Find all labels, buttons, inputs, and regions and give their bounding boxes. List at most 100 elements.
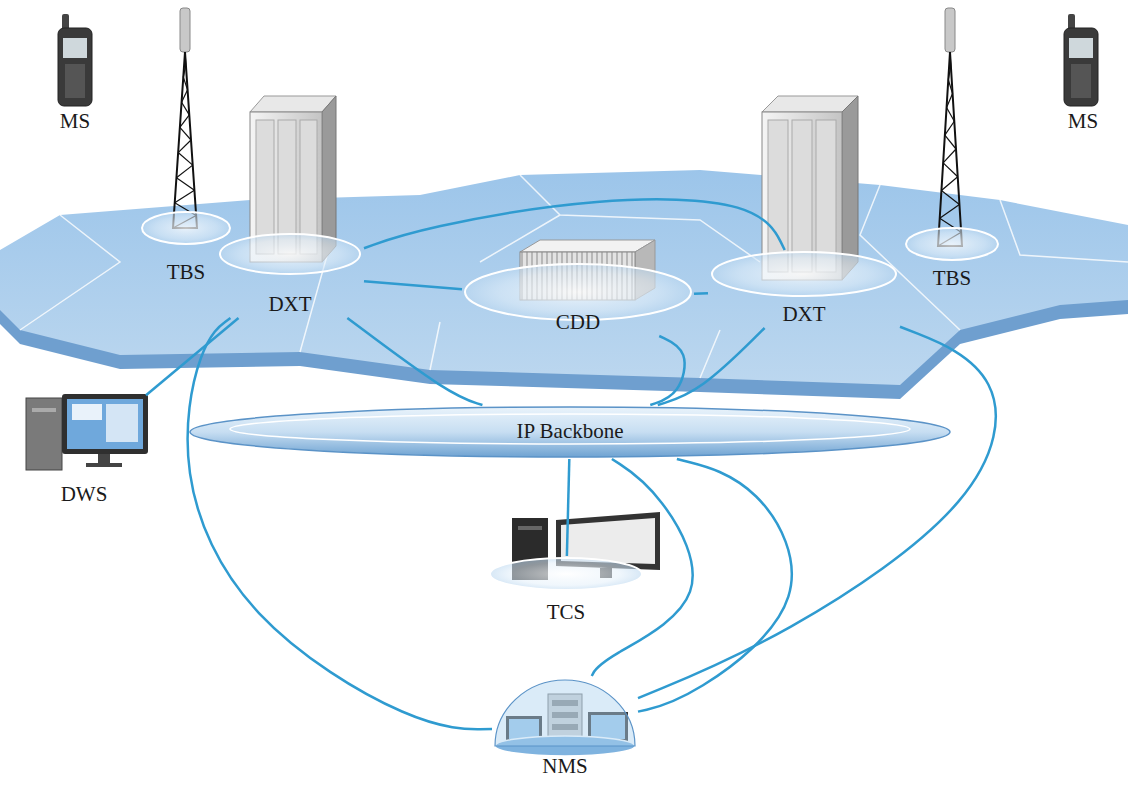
backbone-node: IP Backbone — [188, 405, 952, 459]
tower-strut — [947, 94, 953, 108]
workstation-icon — [26, 394, 148, 470]
tower-strut — [945, 121, 954, 135]
tower-strut — [945, 135, 956, 149]
workstation-icon-part — [72, 404, 102, 420]
switch-rack-part — [816, 120, 836, 272]
node-ellipse — [490, 558, 642, 590]
network-platform — [0, 170, 1128, 399]
workstation-icon-part — [67, 399, 143, 449]
tower-strut — [180, 127, 191, 140]
server-unit-part — [520, 240, 655, 252]
base-station-node: TBS — [138, 210, 234, 286]
tower-strut — [941, 191, 959, 205]
tower-lattice — [173, 52, 961, 246]
backbone-ring — [230, 414, 910, 444]
tower-strut — [178, 140, 191, 153]
computer-icon-part — [518, 526, 542, 530]
mobile-station-icon-part — [1064, 28, 1098, 106]
node-label: DXT — [268, 293, 311, 316]
tower-strut — [949, 52, 951, 66]
switch-node: DXT — [708, 250, 900, 328]
radio-tower-part — [945, 8, 955, 52]
switch-rack-part — [250, 96, 336, 112]
mobile-station-icon-part — [58, 28, 92, 106]
device-label: MS — [1068, 110, 1098, 133]
network-platform-part-part — [20, 215, 120, 330]
mobile-station-icon — [58, 14, 1098, 106]
network-link — [364, 281, 462, 289]
node-ellipse — [220, 234, 360, 274]
node-label: TBS — [167, 261, 206, 284]
tower-strut — [182, 102, 190, 115]
node-label: CDD — [556, 311, 600, 334]
workstation-icon-part — [86, 463, 122, 467]
switch-rack-part — [842, 96, 858, 280]
tower-strut — [182, 90, 188, 103]
tower-strut — [183, 77, 187, 90]
tower-strut — [184, 52, 186, 65]
network-link — [567, 459, 569, 556]
radio-tower-part — [180, 8, 190, 52]
tower-strut — [178, 153, 193, 166]
node-label: TCS — [547, 601, 586, 624]
workstation-icon-part — [106, 404, 138, 442]
node-label: IP Backbone — [516, 420, 623, 443]
mobile-station-icon-part — [65, 64, 85, 98]
node-ellipse — [142, 212, 230, 244]
server-node: TCS — [488, 556, 644, 626]
workstation-icon-part — [32, 408, 56, 412]
tower-strut — [940, 204, 960, 218]
workstation-icon-part — [62, 394, 148, 454]
switch-rack-part — [792, 120, 812, 272]
workstation-icon-part — [98, 454, 110, 464]
device-label: MS — [60, 110, 90, 133]
management-node: NMS — [492, 676, 638, 780]
network-link — [188, 318, 492, 729]
mobile-station-icon-part — [1071, 64, 1091, 98]
tower-strut — [943, 163, 958, 177]
network-link — [638, 459, 792, 712]
node-ellipse — [712, 252, 896, 296]
tower-strut — [176, 165, 192, 178]
tower-strut — [941, 177, 957, 191]
switch-node: DXT — [216, 232, 364, 318]
network-link — [364, 199, 785, 250]
backbone-ellipse — [190, 407, 950, 457]
tower-strut — [943, 149, 956, 163]
network-platform-part-part — [1000, 200, 1128, 262]
workstation-icon-part — [26, 398, 62, 470]
node-label: DWS — [61, 483, 108, 506]
node-label: TBS — [933, 267, 972, 290]
network-platform-part — [20, 175, 1128, 378]
tower-strut — [948, 66, 951, 80]
network-link — [650, 336, 684, 405]
dome-shell — [495, 680, 635, 746]
workstation-node: DWS — [22, 386, 146, 508]
radio-tower-part — [938, 52, 962, 246]
network-link — [658, 328, 765, 405]
tower-strut — [180, 115, 189, 128]
network-link — [347, 318, 482, 405]
base-station-node: TBS — [904, 226, 1000, 292]
mobile-station-icon-part — [1069, 38, 1093, 58]
tower-strut — [175, 190, 195, 203]
node-label: DXT — [782, 303, 825, 326]
computer-icon-part — [561, 518, 655, 564]
tower-strut — [176, 178, 194, 191]
network-platform-part-part — [700, 330, 720, 378]
tower-strut — [183, 65, 186, 78]
server-node: CDD — [462, 262, 694, 336]
switch-rack-part — [762, 96, 858, 112]
node-label: NMS — [542, 755, 588, 778]
mobile-station-icon-part — [63, 38, 87, 58]
network-platform-part-part — [430, 322, 440, 370]
node-ellipse — [906, 228, 998, 260]
tower-strut — [948, 80, 952, 94]
radio-tower-part — [173, 52, 197, 228]
tower-strut — [947, 107, 955, 121]
network-link — [638, 327, 996, 698]
network-link — [694, 292, 708, 295]
